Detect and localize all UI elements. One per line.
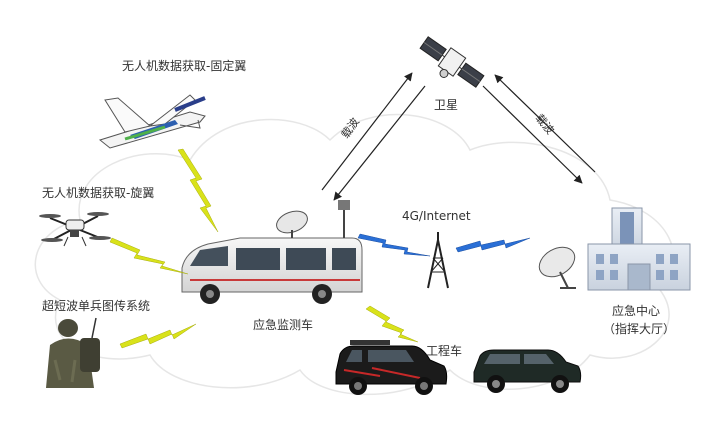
wireless-signal-icon — [177, 148, 219, 233]
uav-fixed-wing-label: 无人机数据获取-固定翼 — [122, 59, 247, 73]
network-signal-icon — [357, 233, 431, 257]
cloud-background — [34, 113, 675, 396]
satellite-link-left — [321, 72, 426, 201]
wireless-signal-icon — [109, 237, 189, 275]
fixed-wing-uav-icon — [98, 94, 206, 149]
monitoring-vehicle-label: 应急监测车 — [253, 318, 314, 332]
soldier-icon — [46, 317, 100, 388]
monitoring-van-icon — [181, 200, 363, 304]
engineering-vehicle-label: 工程车 — [426, 344, 463, 358]
command-center-sublabel: （指挥大厅） — [603, 322, 676, 336]
quadcopter-icon — [39, 212, 111, 247]
satellite-label: 卫星 — [434, 98, 459, 112]
satellite-icon — [419, 36, 485, 88]
engineering-vehicle-icon — [335, 340, 448, 395]
wireless-signal-icon — [365, 305, 419, 343]
engineering-suv-icon — [473, 349, 582, 393]
wireless-signal-icon — [119, 323, 197, 349]
satellite-link-right — [482, 74, 596, 184]
network-link-label: 4G/Internet — [402, 209, 471, 223]
command-center-label: 应急中心 — [612, 304, 661, 318]
soldier-system-label: 超短波单兵图传系统 — [42, 299, 151, 313]
network-signal-icon — [455, 237, 531, 253]
command-center-icon — [587, 207, 691, 291]
satellite-dish-icon — [538, 246, 576, 289]
uav-rotor-label: 无人机数据获取-旋翼 — [42, 186, 155, 200]
cell-tower-icon — [427, 232, 449, 289]
